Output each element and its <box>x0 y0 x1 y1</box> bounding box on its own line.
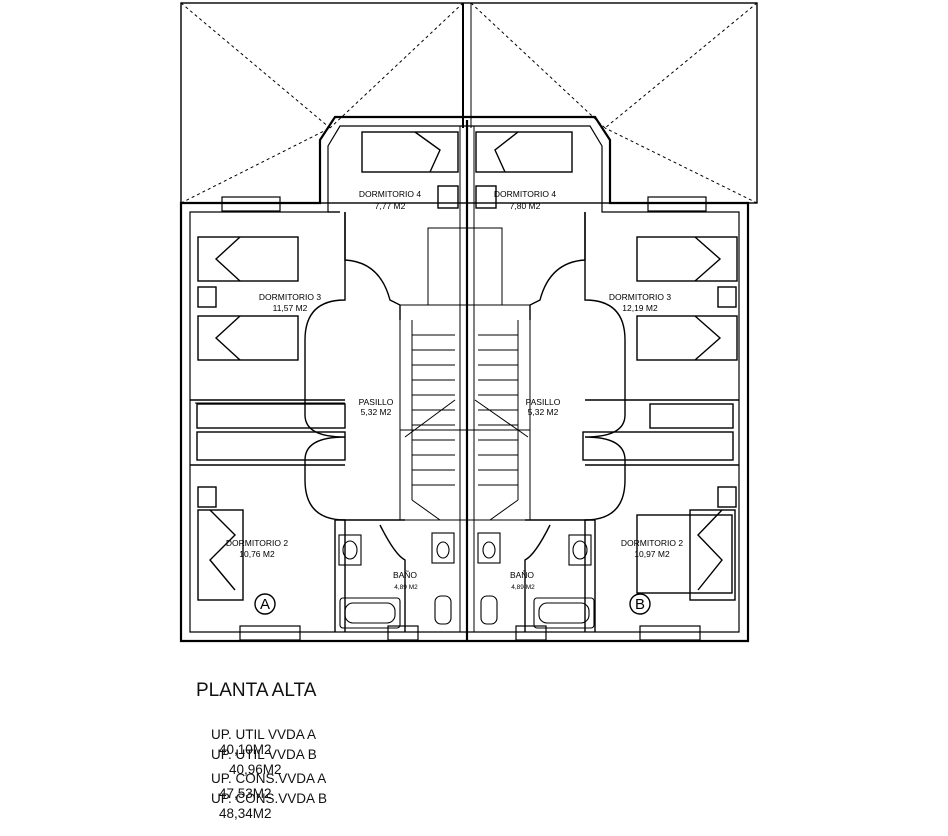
dorm4-wardrobes <box>361 131 573 209</box>
room-name: DORMITORIO 2 <box>226 538 288 548</box>
unit-a-label: A <box>260 596 270 613</box>
room-area: 4,89 M2 <box>394 584 418 591</box>
roof-area <box>180 2 758 204</box>
unit-a-marker <box>254 593 276 615</box>
caption-line: UP. CONS.VVDA B 48,34M2 <box>196 776 327 836</box>
floor-plan: DORMITORIO 4 7,77 M2 DORMITORIO 4 7,80 M… <box>179 2 758 643</box>
caption-line: UP. UTIL VVDA A 40,10M2 <box>196 712 316 772</box>
room-name: BAÑO <box>510 570 534 580</box>
room-name: DORMITORIO 3 <box>609 292 671 302</box>
room-area: 11,57 M2 <box>273 303 308 313</box>
room-area: 5,32 M2 <box>528 407 559 417</box>
caption-line-label: UP. CONS.VVDA B <box>211 791 328 806</box>
staircase <box>399 227 531 521</box>
partitions-unit-a <box>190 211 406 632</box>
unit-b-marker <box>629 593 651 615</box>
room-name: PASILLO <box>526 397 561 407</box>
outer-walls <box>179 115 750 643</box>
room-area: 7,80 M2 <box>510 201 541 211</box>
dorm2-beds <box>197 486 737 601</box>
room-name: DORMITORIO 3 <box>259 292 321 302</box>
windows <box>221 196 707 641</box>
caption-line-label: UP. CONS.VVDA A <box>211 771 327 786</box>
room-area: 5,32 M2 <box>361 407 392 417</box>
room-area: 12,19 M2 <box>622 303 658 313</box>
caption-line-value: 40,96M2 <box>229 762 282 777</box>
dorm3-beds <box>197 236 738 361</box>
room-name: DORMITORIO 2 <box>621 538 683 548</box>
room-area: 10,76 M2 <box>239 549 275 559</box>
unit-b-label: B <box>635 596 645 613</box>
room-name: PASILLO <box>359 397 394 407</box>
room-name: DORMITORIO 4 <box>494 189 556 199</box>
room-name: DORMITORIO 4 <box>359 189 421 199</box>
caption-line-value: 48,34M2 <box>219 806 272 821</box>
caption-line: UP. UTIL VVDA B 40,96M2 <box>196 732 317 792</box>
partitions-unit-b <box>524 212 739 632</box>
caption-line-label: UP. UTIL VVDA B <box>211 747 317 762</box>
room-area: 10,97 M2 <box>634 549 670 559</box>
room-area: 7,77 M2 <box>375 201 406 211</box>
room-area: 4,89 M2 <box>511 584 535 591</box>
caption-line-label: UP. UTIL VVDA A <box>211 727 317 742</box>
room-name: BAÑO <box>393 570 417 580</box>
caption-line-value: 40,10M2 <box>219 742 272 757</box>
room-labels: DORMITORIO 4 7,77 M2 DORMITORIO 4 7,80 M… <box>226 189 683 613</box>
bathroom-fixtures <box>338 532 595 629</box>
caption-title: PLANTA ALTA <box>196 680 317 701</box>
